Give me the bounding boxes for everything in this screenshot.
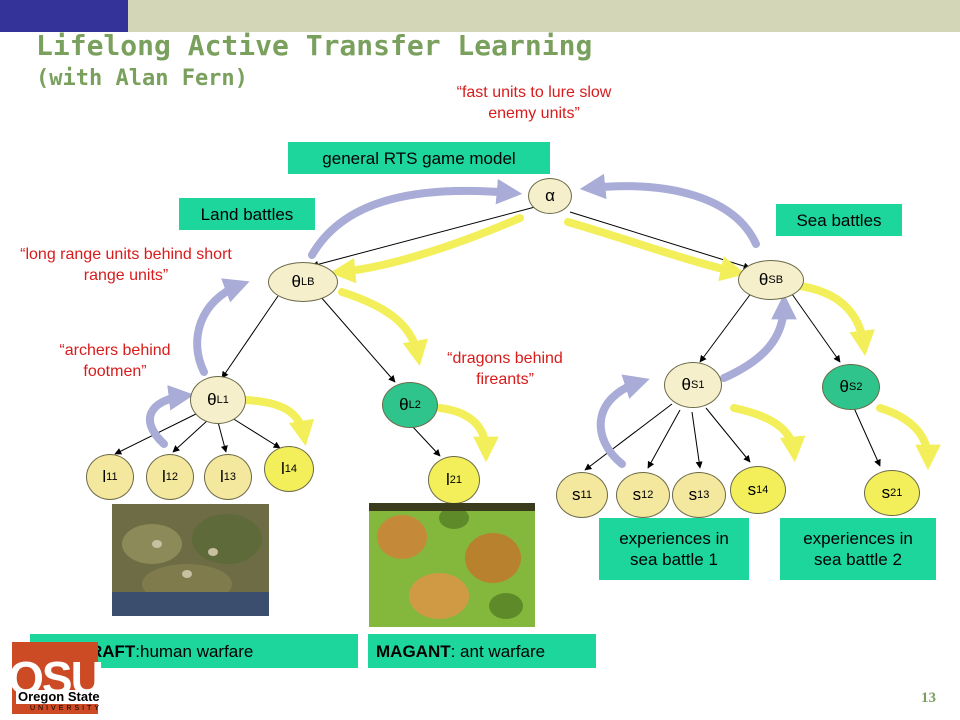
- edge-alpha-sb: [569, 211, 751, 270]
- page-number: 13: [921, 690, 936, 706]
- label-sea-exp-1: experiences in sea battle 1: [599, 518, 749, 580]
- blue-arrow-l1-to-lb: [193, 278, 250, 376]
- label-general-model: general RTS game model: [288, 142, 550, 174]
- yellow-arrow-l1-to-l14: [242, 396, 315, 447]
- label-magant: MAGANT: ant warfare: [368, 634, 596, 668]
- quote-dragons: “dragons behind fireants”: [447, 350, 563, 388]
- magant-screenshot: [369, 503, 535, 627]
- osu-university: UNIVERSITY: [30, 705, 103, 712]
- quote-fast-units: “fast units to lure slow enemy units”: [456, 84, 612, 122]
- blue-arrow-l12-to-l1: [146, 385, 195, 448]
- blue-arrow-sb-to-alpha: [579, 173, 760, 248]
- edge-l1-l13: [217, 421, 228, 453]
- yellow-arrow-s2-to-s21: [876, 404, 941, 471]
- warcraft-screenshot: [112, 504, 269, 616]
- label-sea-exp-2: experiences in sea battle 2: [780, 518, 936, 580]
- edge-s1-s14: [705, 407, 751, 463]
- node-alpha: α: [528, 178, 572, 214]
- slide-subtitle: (with Alan Fern): [36, 66, 248, 91]
- edge-sb-s1: [699, 291, 753, 363]
- yellow-arrow-alpha-to-sb: [564, 218, 747, 282]
- yellow-arrow-alpha-to-lb: [329, 214, 524, 284]
- edge-l2-l21: [411, 425, 441, 457]
- yellow-arrow-l2-to-l21: [436, 404, 499, 463]
- edge-l1-l14: [231, 417, 281, 449]
- edge-lb-l2: [319, 295, 396, 383]
- yellow-arrow-lb-to-l2: [338, 288, 428, 367]
- edge-s1-s12: [647, 409, 681, 469]
- quote-long-range: “long range units behind short range uni…: [20, 246, 232, 284]
- label-sea-battles: Sea battles: [776, 204, 902, 236]
- edge-sb-s2: [791, 293, 841, 363]
- label-land-battles: Land battles: [179, 198, 315, 230]
- edge-l1-l12: [172, 419, 209, 453]
- top-bar: [128, 0, 960, 32]
- edge-lb-l1: [221, 295, 279, 379]
- edge-s1-s13: [691, 411, 703, 469]
- edge-s2-s21: [853, 407, 881, 467]
- quote-archers: “archers behind footmen”: [59, 342, 171, 380]
- yellow-arrow-s1-to-s14: [730, 404, 806, 463]
- slide-title: Lifelong Active Transfer Learning: [36, 29, 593, 62]
- top-bar-accent: [0, 0, 128, 32]
- yellow-arrow-sb-to-s2: [796, 282, 875, 357]
- blue-arrow-s1-to-sb: [720, 293, 797, 382]
- downward-transfer-arrows: [242, 214, 941, 471]
- edge-s1-s11: [584, 403, 673, 471]
- blue-arrow-s12-to-s1: [596, 374, 650, 468]
- edge-alpha-lb: [311, 206, 536, 268]
- upward-transfer-arrows: [146, 173, 797, 468]
- blue-arrow-lb-to-alpha: [308, 178, 523, 259]
- osu-name: Oregon State: [16, 689, 102, 704]
